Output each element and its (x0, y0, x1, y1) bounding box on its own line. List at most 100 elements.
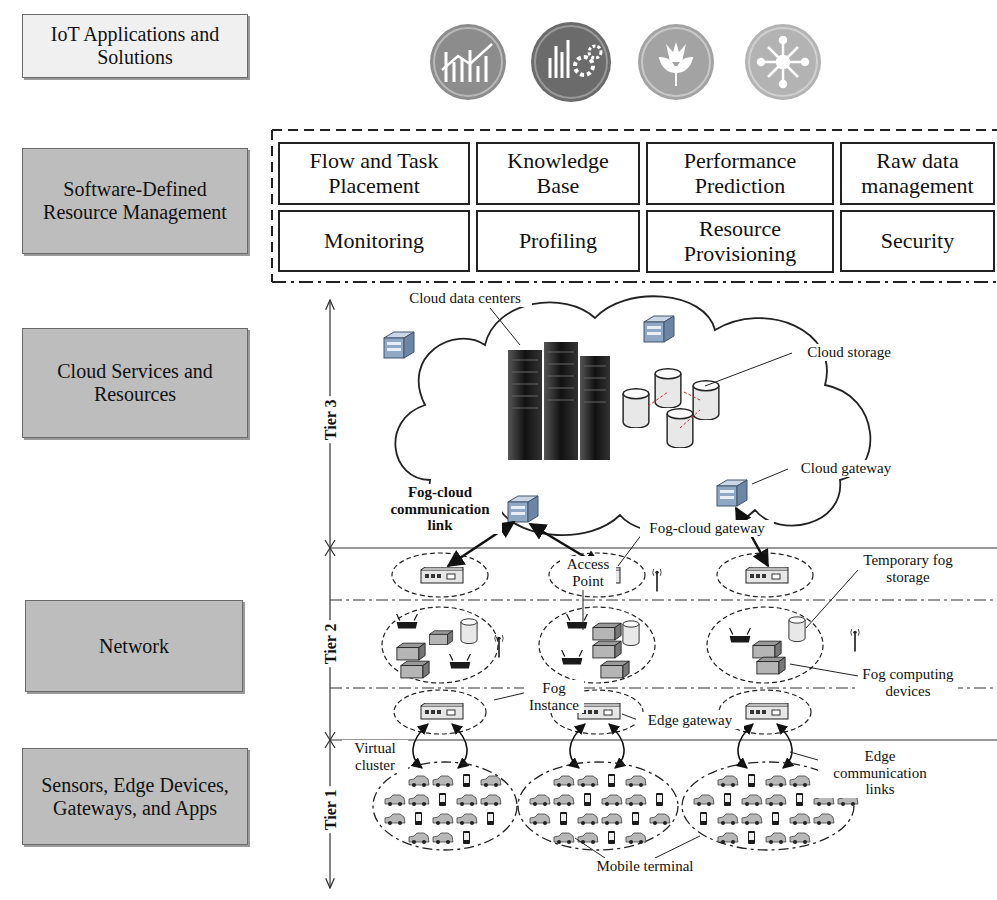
box-text: Knowledge Base (484, 148, 632, 199)
phone-icon (796, 793, 803, 806)
phone-icon (748, 774, 755, 787)
car-icon (602, 814, 622, 825)
application-icons (430, 22, 821, 102)
module-box: Knowledge Base (476, 142, 640, 205)
phone-icon (463, 774, 470, 787)
layer-box: IoT Applications and Solutions (22, 14, 248, 78)
box-text: Raw data management (848, 148, 987, 199)
module-box: Raw data management (840, 142, 995, 205)
car-icon (409, 776, 429, 787)
phone-icon (656, 793, 663, 806)
fog-devices (397, 567, 860, 719)
car-icon (718, 776, 738, 787)
callout-label: Fog-cloud gateway (640, 520, 774, 537)
box-text: Flow and Task Placement (286, 148, 462, 199)
phone-icon (748, 831, 755, 844)
mobile-terminals (385, 774, 858, 844)
car-icon (742, 814, 762, 825)
car-icon (626, 776, 646, 787)
box-text: Performance Prediction (654, 148, 826, 199)
car-icon (554, 776, 574, 787)
layer-box: Software-Defined Resource Management (22, 148, 248, 254)
module-box: Monitoring (278, 210, 470, 272)
car-icon (790, 776, 810, 787)
car-icon (578, 814, 598, 825)
callout-label: Cloud gateway (788, 460, 904, 477)
phone-icon (439, 793, 446, 806)
car-icon (433, 833, 453, 844)
tier-label: Tier 1 (319, 787, 341, 834)
car-icon (718, 814, 738, 825)
phone-icon (584, 793, 591, 806)
phone-icon (608, 831, 615, 844)
box-text: Security (881, 228, 954, 253)
car-icon (530, 795, 550, 806)
callout-label: Fog Instance (524, 680, 584, 713)
car-icon (766, 776, 786, 787)
callout-label: Edge communication links (818, 748, 942, 798)
car-icon (718, 833, 738, 844)
callout-label: Mobile terminal (588, 858, 702, 875)
car-icon (790, 833, 810, 844)
server-rack (508, 342, 610, 460)
module-box: Profiling (476, 210, 640, 272)
leader-lines (490, 308, 858, 858)
layer-box: Network (25, 600, 243, 692)
phone-icon (632, 812, 639, 825)
box-text: Network (99, 635, 169, 658)
car-icon (554, 795, 574, 806)
callout-label: Fog computing devices (858, 666, 958, 699)
phone-icon (560, 812, 567, 825)
module-box: Resource Provisioning (646, 210, 834, 273)
car-icon (742, 795, 762, 806)
module-box: Security (840, 210, 995, 272)
tier-label: Tier 3 (319, 397, 341, 444)
box-text: Profiling (519, 228, 597, 253)
car-icon (626, 833, 646, 844)
callout-label: Access Point (560, 556, 616, 589)
phone-icon (463, 831, 470, 844)
phone-icon (724, 793, 731, 806)
edge-links (413, 724, 792, 768)
car-icon (694, 795, 714, 806)
car-icon (602, 795, 622, 806)
phone-icon (415, 812, 422, 825)
car-icon (481, 776, 501, 787)
box-text: Software-Defined Resource Management (31, 178, 239, 224)
module-box: Performance Prediction (646, 142, 834, 205)
car-icon (457, 814, 477, 825)
box-text: Sensors, Edge Devices, Gateways, and App… (31, 774, 239, 820)
layer-box: Sensors, Edge Devices, Gateways, and App… (22, 748, 248, 845)
virtual-clusters (373, 762, 854, 850)
car-icon (530, 814, 550, 825)
box-text: Resource Provisioning (654, 216, 826, 267)
car-icon (578, 776, 598, 787)
phone-icon (608, 774, 615, 787)
car-icon (766, 833, 786, 844)
car-icon (814, 814, 834, 825)
car-icon (554, 833, 574, 844)
car-icon (433, 776, 453, 787)
car-icon (433, 814, 453, 825)
callout-label: Temporary fog storage (858, 552, 958, 585)
car-icon (766, 795, 786, 806)
car-icon (650, 814, 670, 825)
car-icon (385, 814, 405, 825)
car-icon (409, 795, 429, 806)
car-icon (790, 814, 810, 825)
tier-label: Tier 2 (319, 621, 341, 668)
callout-label: Cloud data centers (398, 290, 532, 307)
car-icon (385, 795, 405, 806)
storage-disks (623, 369, 719, 448)
box-text: Cloud Services and Resources (31, 360, 239, 406)
car-icon (409, 833, 429, 844)
callout-label: Fog-cloud communication link (378, 484, 502, 534)
callout-label: Edge gateway (636, 712, 744, 729)
callout-label: Cloud storage (792, 344, 906, 361)
module-box: Flow and Task Placement (278, 142, 470, 205)
box-text: IoT Applications and Solutions (31, 23, 239, 69)
car-icon (626, 795, 646, 806)
car-icon (481, 795, 501, 806)
management-frame (272, 130, 997, 282)
layer-box: Cloud Services and Resources (22, 328, 248, 438)
